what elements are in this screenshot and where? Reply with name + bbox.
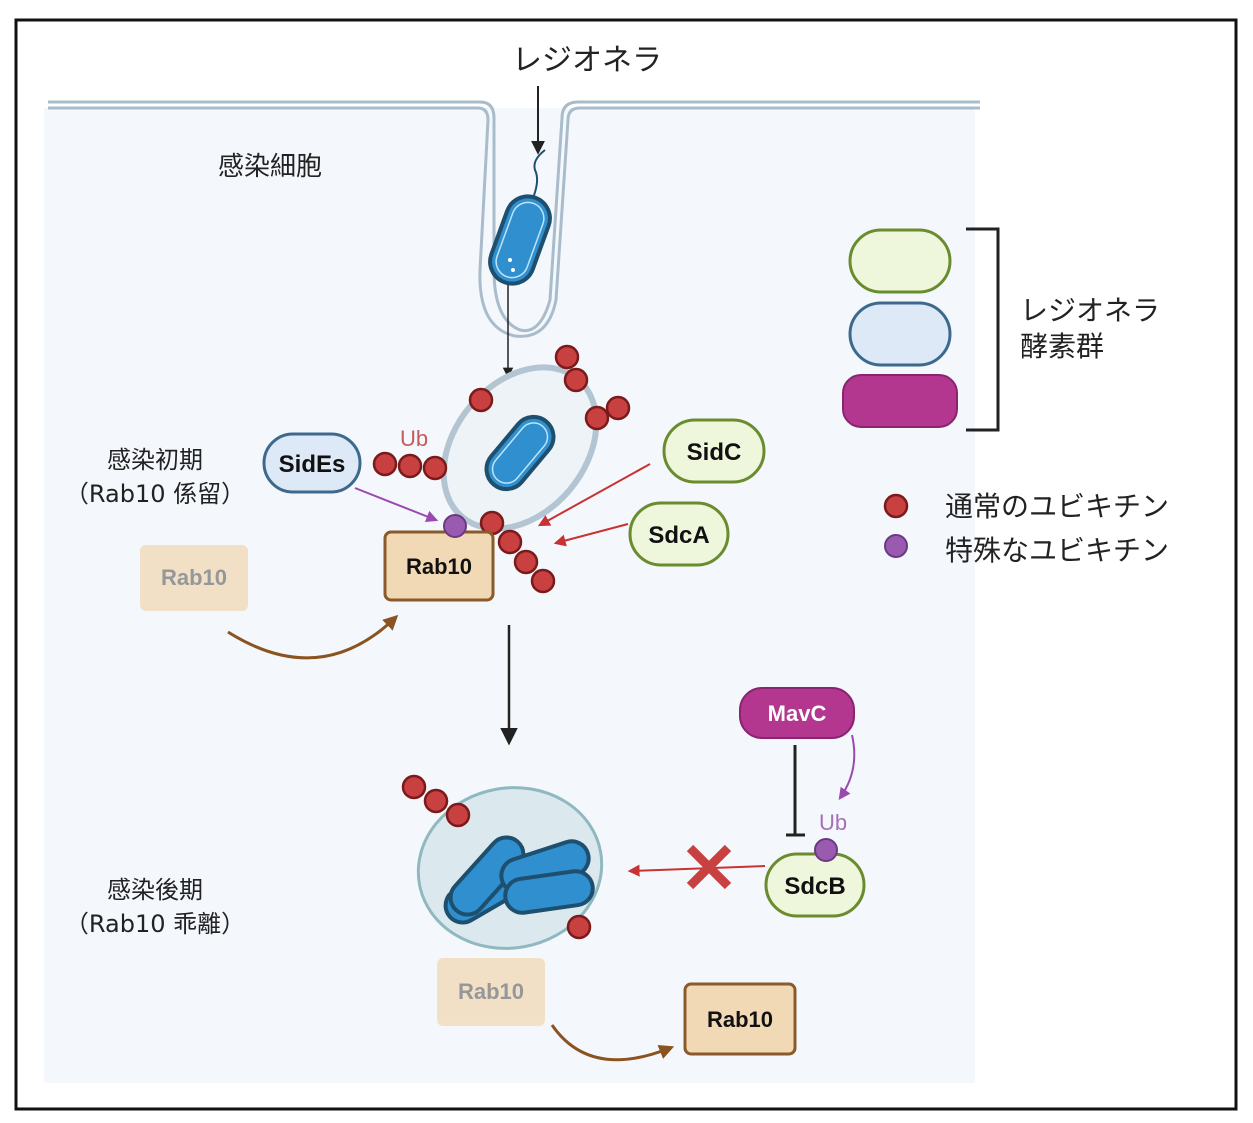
ubiquitin-chains-early xyxy=(372,344,631,594)
legend-green-enzyme xyxy=(848,228,952,294)
legend-special-ub-label: 特殊なユビキチン xyxy=(945,534,1169,567)
sidc-arrow xyxy=(537,463,651,527)
cell-label: 感染細胞 xyxy=(218,152,322,182)
legend-blue-enzyme xyxy=(848,301,952,367)
ubiquitin-normal xyxy=(513,549,539,575)
cell-membrane xyxy=(48,100,980,338)
mavc-enzyme: MavC xyxy=(739,687,855,739)
rab10-released-late-label: Rab10 xyxy=(707,1007,773,1032)
legend-enzyme-group-line2: 酵素群 xyxy=(1020,330,1104,363)
legend-enzyme-group-line1: レジオネラ xyxy=(1020,294,1160,327)
rab10-released-late: Rab10 xyxy=(683,982,797,1056)
mavc-label: MavC xyxy=(768,701,827,726)
ubiquitin-normal xyxy=(584,405,610,431)
ubiquitin-normal xyxy=(497,529,523,555)
rab10-faded-early-label: Rab10 xyxy=(161,565,227,590)
ubiquitin-normal xyxy=(468,387,494,413)
ubiquitin-normal xyxy=(401,774,427,800)
rab10-faded-late-label: Rab10 xyxy=(458,979,524,1004)
ubiquitin-normal xyxy=(605,395,631,421)
sdcb-label: SdcB xyxy=(784,873,845,900)
ub-label-early: Ub xyxy=(400,426,428,451)
rab10-bound-early: Rab10 xyxy=(383,530,495,602)
rab10-recruitment-arrow xyxy=(227,614,399,660)
rab10-bound-early-label: Rab10 xyxy=(406,554,472,579)
legionella-title: レジオネラ xyxy=(512,43,662,78)
sdca-enzyme: SdcA xyxy=(628,501,730,567)
sides-ubiquitination-arrow xyxy=(354,487,439,523)
rab10-faded-early: Rab10 xyxy=(140,545,248,611)
ubiquitin-special xyxy=(814,838,838,862)
late-vacuole xyxy=(416,786,604,950)
ubiquitin-normal xyxy=(554,344,580,370)
rab10-faded-late: Rab10 xyxy=(437,958,545,1026)
ubiquitin-normal xyxy=(397,453,423,479)
rab10-release-arrow xyxy=(550,1024,675,1062)
legend-enzyme-group: レジオネラ 酵素群 xyxy=(842,227,1160,432)
ubiquitin-special xyxy=(443,514,467,538)
ubiquitin-normal xyxy=(530,568,556,594)
late-stage-subtitle: （Rab10 乖離） xyxy=(65,910,245,938)
legend-ubiquitin: 通常のユビキチン 特殊なユビキチン xyxy=(883,490,1169,567)
mavc-ubiquitination-arrow xyxy=(838,734,856,800)
blocked-x-icon xyxy=(686,844,732,890)
sidc-enzyme: SidC xyxy=(662,418,766,484)
ubiquitin-chains-late xyxy=(401,774,592,940)
ubiquitin-normal xyxy=(563,367,589,393)
ubiquitin-normal xyxy=(422,455,448,481)
legend-normal-ub-label: 通常のユビキチン xyxy=(945,490,1169,523)
mavc-inhibition xyxy=(786,745,805,837)
ubiquitin-normal xyxy=(372,451,398,477)
ubiquitin-normal xyxy=(423,788,449,814)
late-stage-title: 感染後期 xyxy=(107,876,203,904)
ub-label-late: Ub xyxy=(819,810,847,835)
legend-magenta-enzyme xyxy=(842,374,958,428)
legend-bracket xyxy=(966,227,1000,432)
early-stage-title: 感染初期 xyxy=(107,446,203,474)
sdcb-enzyme: SdcB xyxy=(764,852,866,918)
sidc-label: SidC xyxy=(687,439,742,466)
ubiquitin-normal xyxy=(445,802,471,828)
early-stage-subtitle: （Rab10 係留） xyxy=(65,480,245,508)
sdca-arrow xyxy=(553,523,629,547)
sides-enzyme: SidEs xyxy=(262,432,362,494)
sdca-label: SdcA xyxy=(648,522,709,549)
legend-normal-ub-icon xyxy=(883,493,909,519)
sides-label: SidEs xyxy=(279,451,346,478)
sdcb-blocked-arrow xyxy=(627,864,766,877)
entering-bacterium xyxy=(488,149,552,286)
legend-special-ub-icon xyxy=(884,534,908,558)
ubiquitin-normal xyxy=(566,914,592,940)
